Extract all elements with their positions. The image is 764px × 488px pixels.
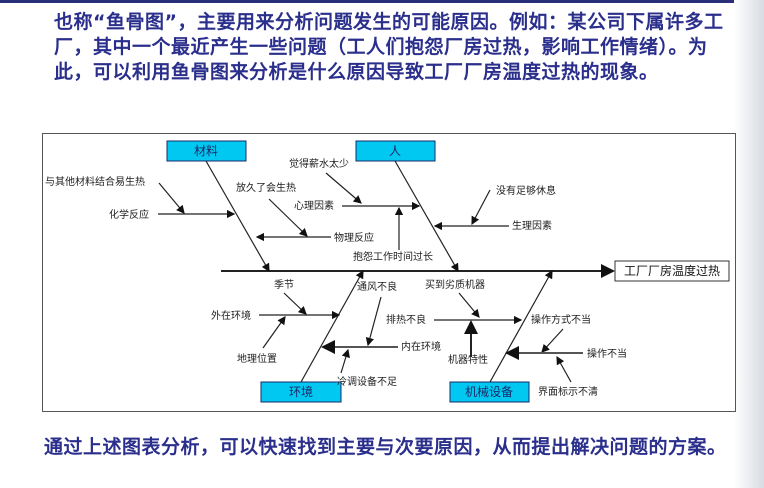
cause-label: 机器特性 xyxy=(448,353,488,366)
bone-people xyxy=(394,160,459,273)
cause-label: 通风不良 xyxy=(357,280,397,293)
cause-label: 化学反应 xyxy=(109,208,149,221)
category-materials: 材料 xyxy=(166,140,247,162)
top-bar xyxy=(0,0,764,3)
cause-label: 生理因素 xyxy=(512,219,552,232)
cause-label: 抱怨工作时间过长 xyxy=(353,250,433,263)
cause-label: 操作不当 xyxy=(587,347,627,360)
cause-label: 觉得薪水太少 xyxy=(289,157,349,170)
cause-label: 买到劣质机器 xyxy=(425,278,485,291)
cause-label: 地理位置 xyxy=(237,352,277,365)
side-strip xyxy=(734,0,764,488)
cause-label: 操作方式不当 xyxy=(531,313,591,326)
category-environment: 环境 xyxy=(260,381,342,403)
cause-label: 放久了会生热 xyxy=(236,181,296,194)
conclusion-paragraph: 通过上述图表分析，可以快速找到主要与次要原因，从而提出解决问题的方案。 xyxy=(44,436,727,458)
cause-label: 排热不良 xyxy=(386,313,426,326)
cause-label: 外在环境 xyxy=(211,309,251,322)
effect-box: 工厂厂房温度过热 xyxy=(614,260,730,282)
cause-label: 与其他材料结合易生热 xyxy=(45,175,145,188)
category-label: 机械设备 xyxy=(465,384,513,399)
fishbone-diagram: 材料 人 环境 机械设备 工厂厂房温度过热 与其他材料结合易生热 化学反应 放久… xyxy=(42,133,736,412)
category-people: 人 xyxy=(355,140,436,162)
cause-label: 冷调设备不足 xyxy=(337,375,397,388)
cause-label: 心理因素 xyxy=(294,199,334,212)
category-label: 环境 xyxy=(289,384,313,399)
bone-environment xyxy=(300,269,364,383)
cause-label: 物理反应 xyxy=(334,231,374,244)
cause-label: 内在环境 xyxy=(401,340,441,353)
cause-label: 没有足够休息 xyxy=(496,184,556,197)
category-label: 材料 xyxy=(194,144,218,158)
effect-label: 工厂厂房温度过热 xyxy=(624,263,720,278)
category-machinery: 机械设备 xyxy=(449,381,530,403)
bone-materials xyxy=(205,160,270,273)
intro-paragraph: 也称“鱼骨图”，主要用来分析问题发生的可能原因。例如：某公司下属许多工厂，其中一… xyxy=(54,11,724,83)
bone-machinery xyxy=(489,269,553,383)
cause-label: 界面标示不清 xyxy=(538,385,598,398)
cause-label: 季节 xyxy=(274,279,294,291)
category-label: 人 xyxy=(389,144,401,158)
